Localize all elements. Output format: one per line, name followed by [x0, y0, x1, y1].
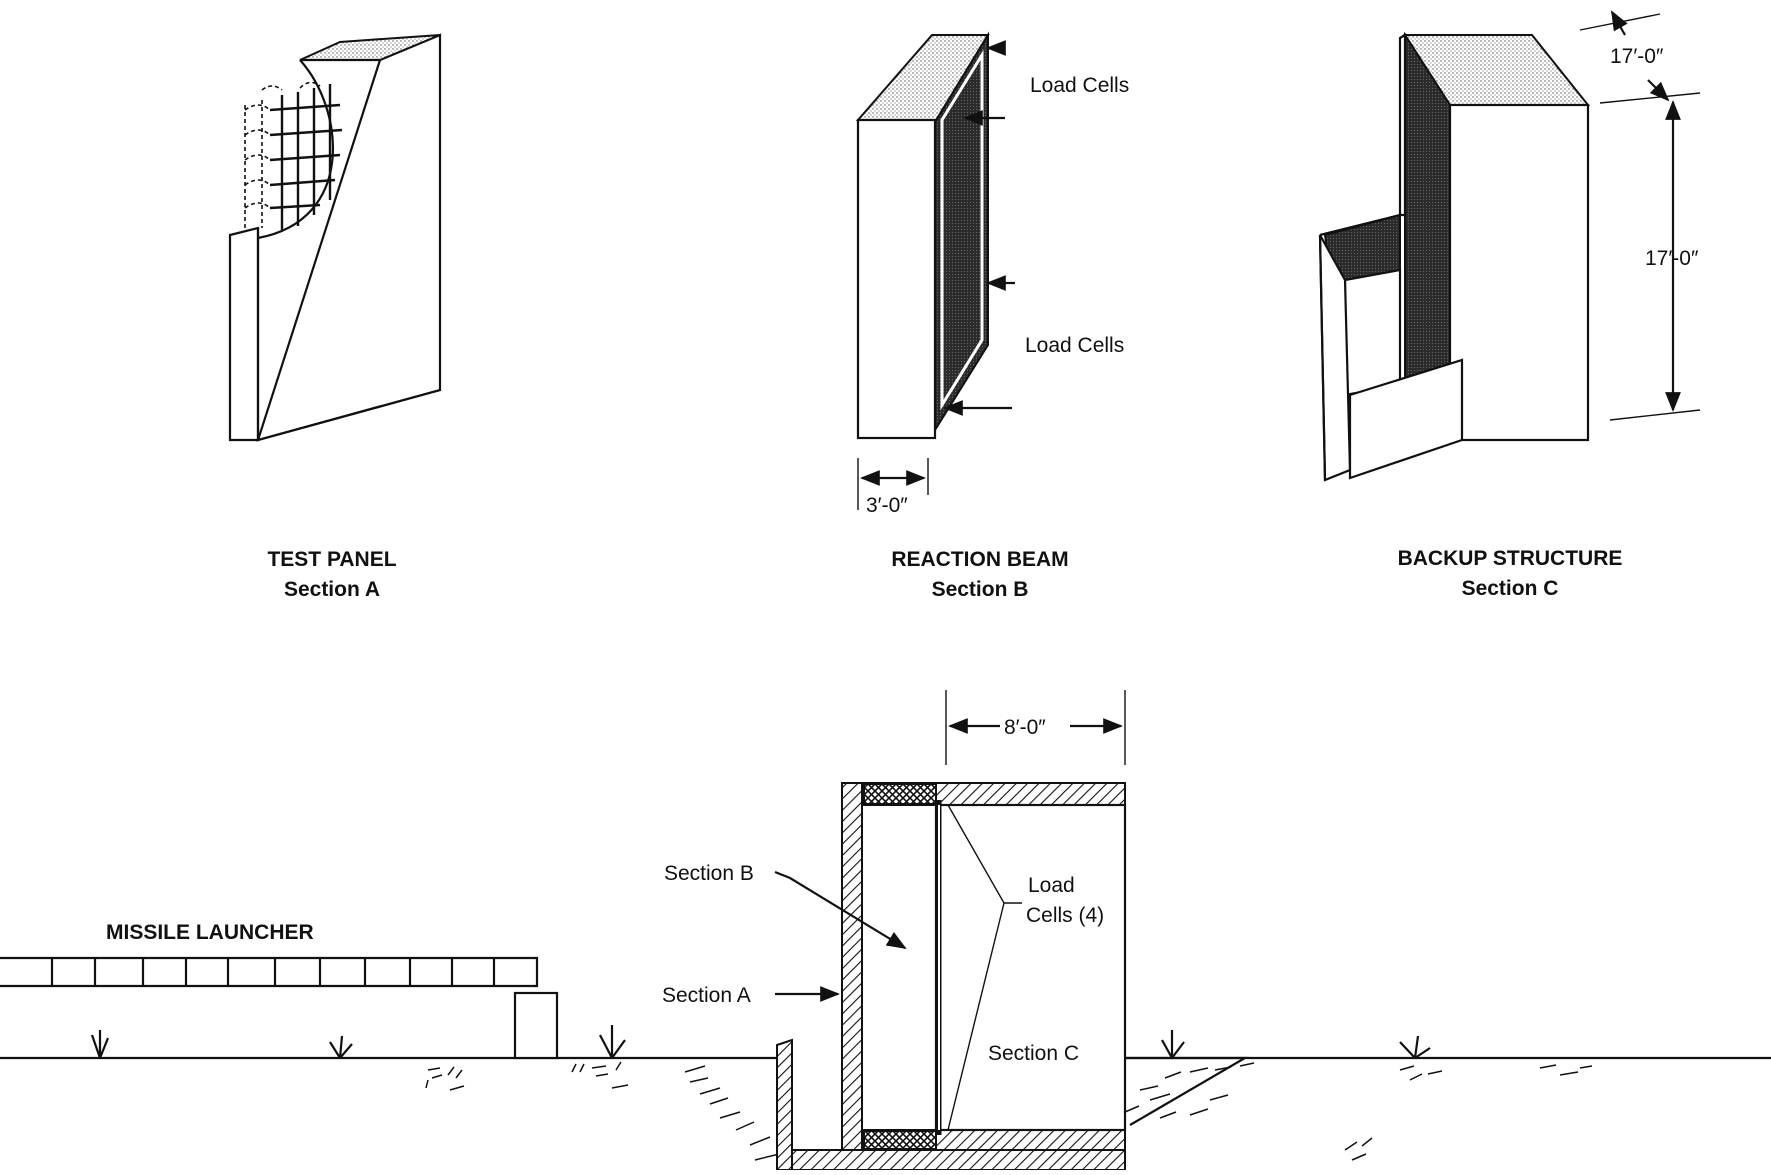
section-b-callout: Section B	[664, 862, 754, 885]
top-dim-label: 8′-0″	[1004, 716, 1046, 739]
test-panel-cutaway	[257, 59, 334, 240]
reaction-beam-title: REACTION BEAM	[891, 548, 1068, 571]
backup-depth-arrow-b	[1647, 79, 1670, 102]
section-b-wall	[841, 782, 863, 1151]
test-panel-title: TEST PANEL	[267, 548, 396, 571]
excavation-slope-right	[1125, 1056, 1250, 1126]
reaction-beam-section: Section B	[932, 578, 1029, 601]
test-panel-front-face	[228, 226, 260, 442]
launcher-support	[513, 991, 559, 1060]
test-panel-figure: TEST PANEL Section A	[228, 33, 442, 601]
backup-front-face	[1448, 103, 1590, 442]
backup-box-front	[1348, 358, 1464, 480]
backup-structure-figure: 17′-0″ 17′-0″ BACKUP STRUCTURE Section C	[1318, 10, 1701, 600]
backup-box-rim	[1318, 213, 1401, 481]
backup-left-wall	[1398, 33, 1407, 217]
section-a-panel	[776, 1038, 793, 1171]
test-panel-section: Section A	[284, 578, 380, 601]
missile-launcher-label: MISSILE LAUNCHER	[106, 921, 314, 944]
beam-inner-frame	[940, 49, 984, 411]
beam-load-cells-lower: Load Cells	[1025, 334, 1124, 357]
load-cells-callout-line1: Load	[1028, 874, 1075, 897]
grass-tufts	[90, 1025, 1431, 1059]
backup-ext-bottom	[1609, 409, 1701, 421]
load-cell-block-bottom	[863, 1130, 937, 1150]
backup-depth-arrow-a	[1611, 10, 1628, 36]
backup-ext-mid	[1599, 92, 1701, 104]
backup-structure-section: Section C	[1462, 577, 1559, 600]
rebar-hooks	[244, 81, 321, 230]
beam-front-face	[856, 118, 937, 440]
rebar-grid	[269, 84, 343, 230]
beam-load-cells-upper: Load Cells	[1030, 74, 1129, 97]
backup-depth-dim: 17′-0″	[1610, 45, 1664, 68]
test-panel-side-face	[256, 33, 442, 442]
section-a-callout: Section A	[662, 984, 751, 1007]
load-cells-callout-line2: Cells (4)	[1026, 904, 1104, 927]
test-panel-left-edge	[256, 58, 441, 442]
load-cells-leader	[947, 804, 1022, 1131]
section-c-backup	[934, 803, 1127, 1132]
section-b-leader	[774, 870, 907, 950]
foundation-slab	[791, 1149, 1126, 1171]
backup-height-dim: 17′-0″	[1645, 247, 1699, 270]
section-c-label: Section C	[988, 1042, 1079, 1065]
beam-width-dim: 3′-0″	[866, 494, 908, 517]
reaction-beam-figure: Load Cells Load Cells 3′-0″ REACTION BEA…	[855, 31, 1129, 601]
load-cell-block-top	[863, 783, 937, 805]
backup-structure-title: BACKUP STRUCTURE	[1398, 547, 1623, 570]
backup-box-inner-wall	[1343, 268, 1402, 397]
missile-launcher	[0, 956, 559, 1060]
test-setup-figure: MISSILE LAUNCHER	[0, 690, 1771, 1171]
